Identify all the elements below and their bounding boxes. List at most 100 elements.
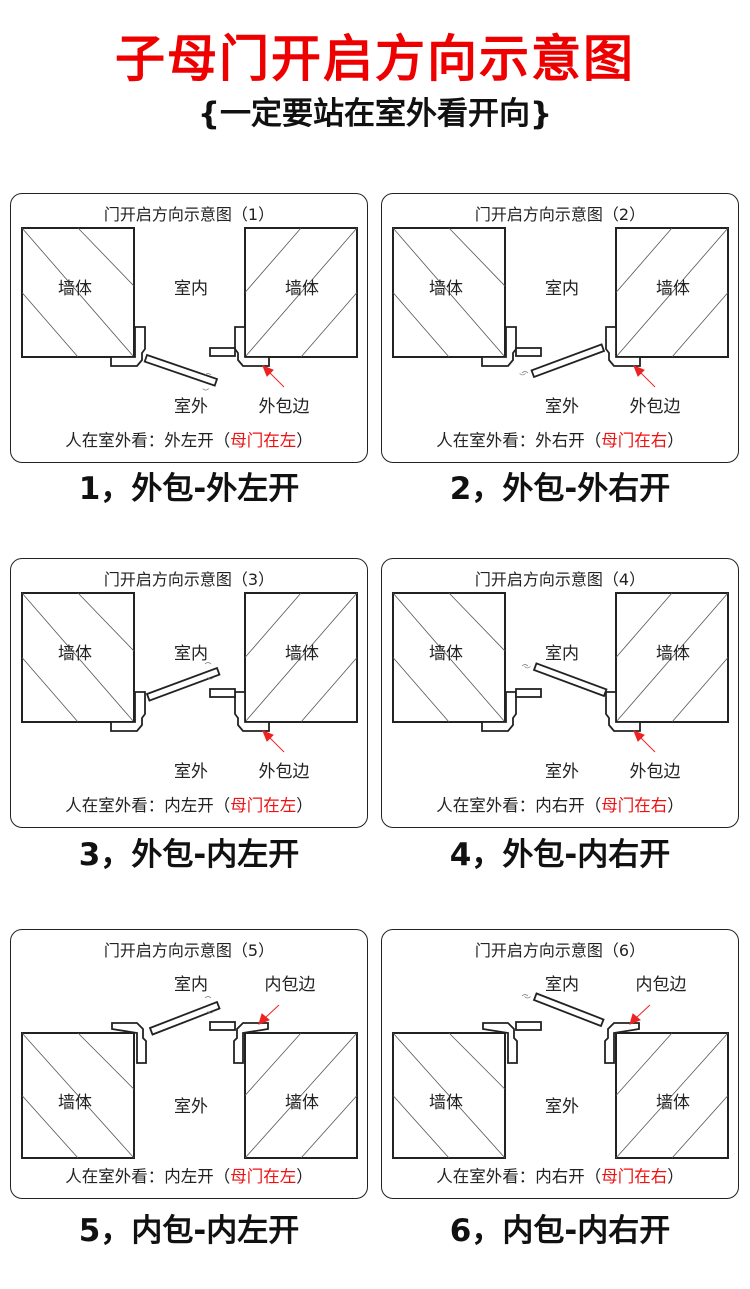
door-plan-diagram bbox=[392, 227, 729, 388]
walls bbox=[392, 592, 729, 723]
door-plan-diagram bbox=[392, 592, 729, 753]
right-frame-trim bbox=[233, 1022, 269, 1064]
wall-label-left: 墙体 bbox=[58, 279, 92, 299]
walls bbox=[21, 227, 358, 358]
trim-label: 外包边 bbox=[258, 762, 310, 782]
left-frame-trim bbox=[481, 326, 517, 367]
right-frame-trim bbox=[605, 691, 641, 732]
panel-title: 门开启方向示意图（2） bbox=[474, 205, 646, 224]
caption-text: 人在室外看：内右开（ bbox=[436, 1167, 602, 1186]
caption-text: 人在室外看：外右开（ bbox=[436, 431, 602, 450]
open-mother-door-leaf bbox=[532, 992, 605, 1028]
walls bbox=[21, 592, 358, 723]
caption-text: 人在室外看：内右开（ bbox=[436, 796, 602, 815]
open-mother-door-leaf bbox=[530, 343, 606, 379]
door-leaves bbox=[143, 347, 236, 387]
wall-label-left: 墙体 bbox=[429, 644, 463, 664]
wall-label-right: 墙体 bbox=[656, 1093, 690, 1113]
mother-door-side: 母门在右 bbox=[601, 1167, 668, 1186]
diagram-panel-4: 门开启方向示意图（4）墙体墙体室内室外外包边人在室外看：内右开（母门在右） bbox=[381, 558, 739, 828]
red-arrow-icon bbox=[629, 1004, 651, 1025]
door-frames bbox=[110, 691, 270, 732]
diagram-heading-5: 5，内包-内左开 bbox=[78, 1213, 300, 1249]
indoor-label: 室内 bbox=[174, 644, 208, 664]
door-leaves bbox=[515, 992, 605, 1031]
caption-text: 人在室外看：内左开（ bbox=[65, 796, 231, 815]
opening-caption: 人在室外看：内右开（母门在右） bbox=[382, 1163, 738, 1187]
wall-label-left: 墙体 bbox=[58, 644, 92, 664]
indoor-label: 室内 bbox=[545, 975, 579, 995]
door-frames bbox=[481, 326, 641, 367]
door-plan-diagram bbox=[392, 992, 729, 1159]
door-leaves bbox=[515, 662, 608, 698]
diagram-panel-1: 门开启方向示意图（1）墙体墙体室内室外外包边人在室外看：外左开（母门在左） bbox=[10, 193, 368, 463]
trim-label: 内包边 bbox=[264, 975, 316, 995]
closed-child-door-leaf bbox=[209, 347, 236, 357]
caption-text: 人在室外看：外左开（ bbox=[65, 431, 231, 450]
diagram-panel-6: 门开启方向示意图（6）墙体墙体室内室外内包边人在室外看：内右开（母门在右） bbox=[381, 929, 739, 1199]
opening-caption: 人在室外看：内左开（母门在左） bbox=[11, 792, 367, 816]
open-mother-door-leaf bbox=[532, 662, 608, 698]
wall-label-right: 墙体 bbox=[656, 279, 690, 299]
opening-caption: 人在室外看：内左开（母门在左） bbox=[11, 1163, 367, 1187]
outdoor-label: 室外 bbox=[545, 397, 579, 417]
diagram-panel-2: 门开启方向示意图（2）墙体墙体室内室外外包边人在室外看：外右开（母门在右） bbox=[381, 193, 739, 463]
outdoor-label: 室外 bbox=[174, 1097, 208, 1117]
left-frame-trim bbox=[110, 691, 146, 732]
red-arrow-icon bbox=[633, 365, 656, 388]
panel-title: 门开启方向示意图（1） bbox=[103, 205, 275, 224]
door-frames bbox=[481, 691, 641, 732]
opening-caption: 人在室外看：外右开（母门在右） bbox=[382, 427, 738, 451]
diagram-heading-3: 3，外包-内左开 bbox=[78, 837, 300, 873]
walls bbox=[392, 227, 729, 358]
left-frame-trim bbox=[110, 326, 146, 367]
trim-label: 内包边 bbox=[635, 975, 687, 995]
caption-close: ） bbox=[296, 796, 313, 815]
closed-child-door-leaf bbox=[209, 1021, 236, 1031]
trim-label: 外包边 bbox=[258, 397, 310, 417]
right-frame-trim bbox=[234, 691, 270, 732]
outdoor-label: 室外 bbox=[545, 762, 579, 782]
left-frame-trim bbox=[111, 1022, 147, 1064]
diagram-heading-1: 1，外包-外左开 bbox=[78, 471, 300, 507]
wall-label-right: 墙体 bbox=[656, 644, 690, 664]
page-title: 子母门开启方向示意图 bbox=[115, 30, 635, 88]
red-arrow-icon bbox=[262, 730, 285, 753]
diagram-panel-3: 门开启方向示意图（3）墙体墙体室内室外外包边人在室外看：内左开（母门在左） bbox=[10, 558, 368, 828]
door-plan-diagram bbox=[21, 592, 358, 753]
right-frame-trim bbox=[234, 326, 270, 367]
mother-door-side: 母门在左 bbox=[230, 431, 297, 450]
outdoor-label: 室外 bbox=[174, 762, 208, 782]
diagram-heading-6: 6，内包-内右开 bbox=[449, 1213, 671, 1249]
door-frames bbox=[110, 326, 270, 367]
closed-child-door-leaf bbox=[515, 347, 542, 357]
left-frame-trim bbox=[482, 1022, 518, 1064]
indoor-label: 室内 bbox=[174, 975, 208, 995]
walls bbox=[21, 1032, 358, 1159]
left-frame-trim bbox=[481, 691, 517, 732]
closed-child-door-leaf bbox=[515, 1021, 542, 1031]
mother-door-side: 母门在右 bbox=[601, 796, 668, 815]
right-frame-trim bbox=[604, 1022, 640, 1064]
mother-door-side: 母门在右 bbox=[601, 431, 668, 450]
indoor-label: 室内 bbox=[545, 644, 579, 664]
panel-title: 门开启方向示意图（6） bbox=[474, 941, 646, 960]
outdoor-label: 室外 bbox=[174, 397, 208, 417]
door-leaves bbox=[145, 666, 236, 702]
door-leaves bbox=[148, 1000, 236, 1036]
wall-label-left: 墙体 bbox=[429, 279, 463, 299]
wall-label-right: 墙体 bbox=[285, 1093, 319, 1113]
opening-caption: 人在室外看：内右开（母门在右） bbox=[382, 792, 738, 816]
caption-close: ） bbox=[667, 431, 684, 450]
diagram-heading-2: 2，外包-外右开 bbox=[449, 471, 671, 507]
panel-title: 门开启方向示意图（3） bbox=[103, 570, 275, 589]
mother-door-side: 母门在左 bbox=[230, 1167, 297, 1186]
red-arrow-icon bbox=[258, 1004, 280, 1025]
opening-caption: 人在室外看：外左开（母门在左） bbox=[11, 427, 367, 451]
door-leaves bbox=[515, 343, 606, 379]
red-arrow-icon bbox=[262, 365, 285, 388]
indoor-label: 室内 bbox=[545, 279, 579, 299]
closed-child-door-leaf bbox=[209, 688, 236, 698]
diagram-heading-4: 4，外包-内右开 bbox=[449, 837, 671, 873]
door-plan-diagram bbox=[21, 996, 358, 1159]
